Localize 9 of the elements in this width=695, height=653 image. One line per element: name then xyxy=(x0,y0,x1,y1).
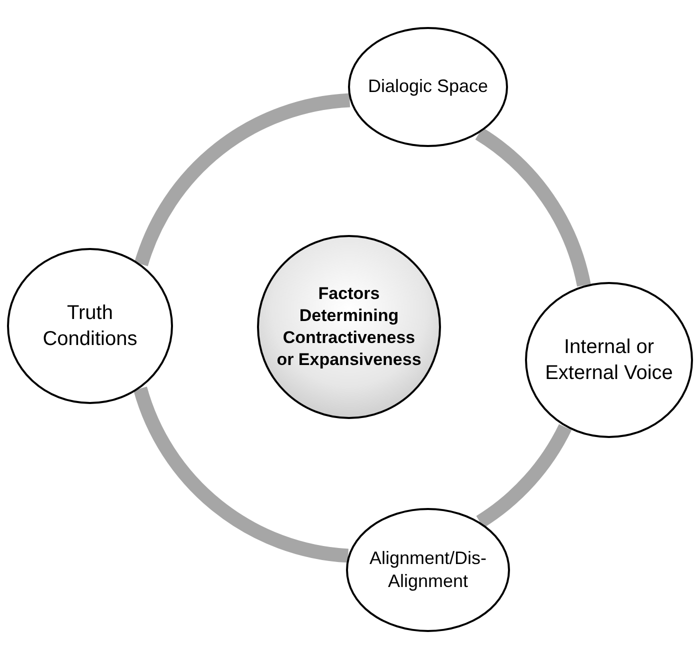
node-label: Internal or External Voice xyxy=(544,335,674,386)
connector-arc xyxy=(474,128,591,288)
connector-arc xyxy=(476,424,572,528)
node-label: Truth Conditions xyxy=(42,301,138,352)
connector-arc xyxy=(134,93,350,267)
node-label: Factors Determining Contractiveness or Expansiveness xyxy=(276,282,422,372)
connector-arc xyxy=(134,386,349,563)
node-label: Alignment/Dis-Alignment xyxy=(368,546,488,593)
node-label: Dialogic Space xyxy=(368,75,488,98)
